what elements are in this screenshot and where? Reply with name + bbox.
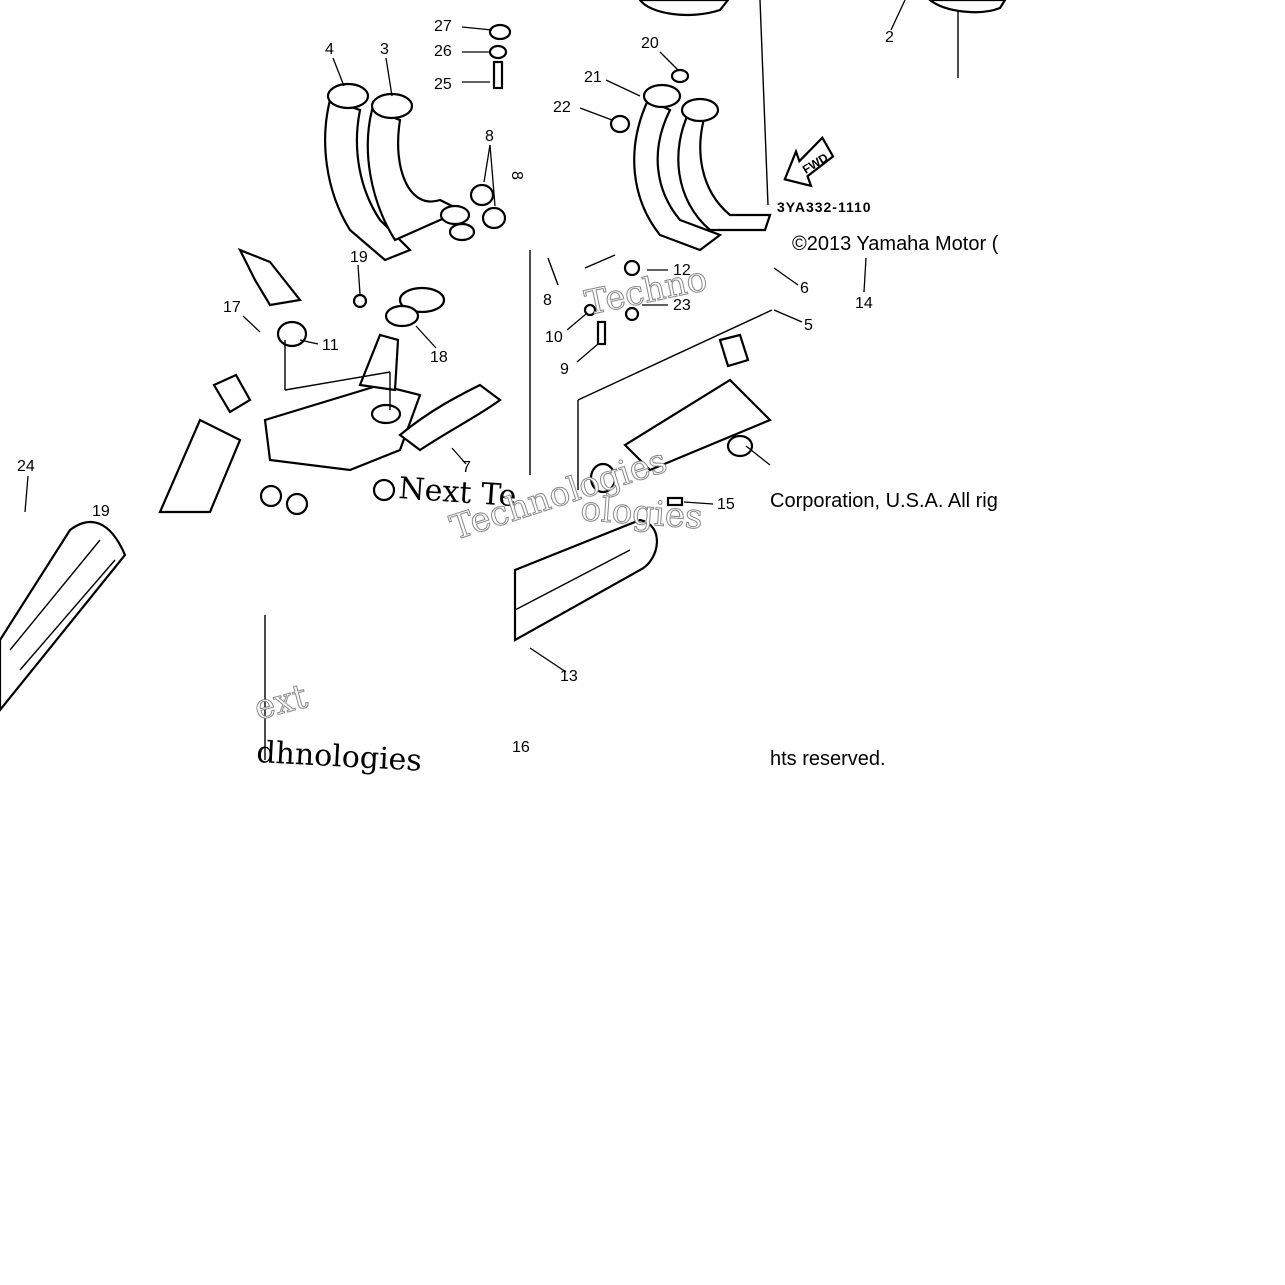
- callout-12: 12: [673, 262, 691, 279]
- watermark-techno: Techno: [582, 259, 711, 324]
- callout-26: 26: [434, 43, 452, 60]
- fwd-arrow: [783, 135, 835, 188]
- blank-panel: [1030, 0, 1285, 255]
- callout-21: 21: [584, 69, 602, 86]
- callout-6: 6: [800, 280, 809, 297]
- callout-23: 23: [673, 297, 691, 314]
- callout-9: 9: [560, 361, 569, 378]
- muffler-top-left: [638, 0, 730, 16]
- callout-5: 5: [804, 317, 813, 334]
- callout-27: 27: [434, 18, 452, 35]
- callout-14: 14: [855, 295, 873, 312]
- blank-panel: [0, 770, 1285, 1285]
- watermark-next-te: Next Te: [397, 471, 517, 514]
- blank-panel: [770, 515, 1285, 755]
- callout-22: 22: [553, 99, 571, 116]
- watermarks: Techno Next Te Technologies ext dhnologi…: [249, 259, 711, 779]
- gaskets-8-left: [469, 183, 507, 230]
- callout-24: 24: [17, 458, 35, 475]
- callout-7: 7: [462, 459, 471, 476]
- callout-17: 17: [223, 299, 241, 316]
- callout-3: 3: [380, 41, 389, 58]
- callout-25: 25: [434, 76, 452, 93]
- header-pipes-left: [324, 82, 476, 262]
- callout-8-extra: 8: [508, 171, 525, 180]
- watermark-dhnologies: dhnologies: [256, 735, 423, 779]
- callout-20: 20: [641, 35, 659, 52]
- callout-11: 11: [322, 337, 339, 354]
- callout-8-left: 8: [543, 292, 552, 309]
- callout-19-bottom: 19: [92, 503, 110, 520]
- muffler-left: [0, 373, 252, 712]
- collector-assembly: [237, 247, 502, 516]
- copyright-line-1: ©2013 Yamaha Motor (: [792, 233, 999, 255]
- header-pipes-right: [609, 68, 772, 252]
- callout-10: 10: [545, 329, 563, 346]
- callout-18: 18: [430, 349, 448, 366]
- muffler-right: [513, 259, 772, 642]
- callout-4: 4: [325, 41, 334, 58]
- callout-8-top: 8: [485, 128, 494, 145]
- callout-13: 13: [560, 668, 578, 685]
- muffler-top-right: [928, 0, 1007, 14]
- leader-lines: [24, 0, 906, 673]
- callout-15: 15: [717, 496, 735, 513]
- callout-19-top: 19: [350, 249, 368, 266]
- hardware-25-27: [488, 23, 512, 90]
- callout-16: 16: [512, 739, 530, 756]
- bracket-lines: [264, 250, 773, 760]
- diagram-code: 3YA332-1110: [777, 199, 872, 215]
- watermark-ologies: ologies: [579, 489, 704, 537]
- callout-2: 2: [885, 29, 894, 46]
- copyright-line-3: hts reserved.: [770, 748, 886, 770]
- callouts: 27 26 25 4 3 20 21 22 2 8 8 8 17 11 18 1…: [17, 18, 894, 756]
- copyright-line-2: Corporation, U.S.A. All rig: [770, 490, 998, 512]
- watermark-ext: ext: [250, 676, 312, 728]
